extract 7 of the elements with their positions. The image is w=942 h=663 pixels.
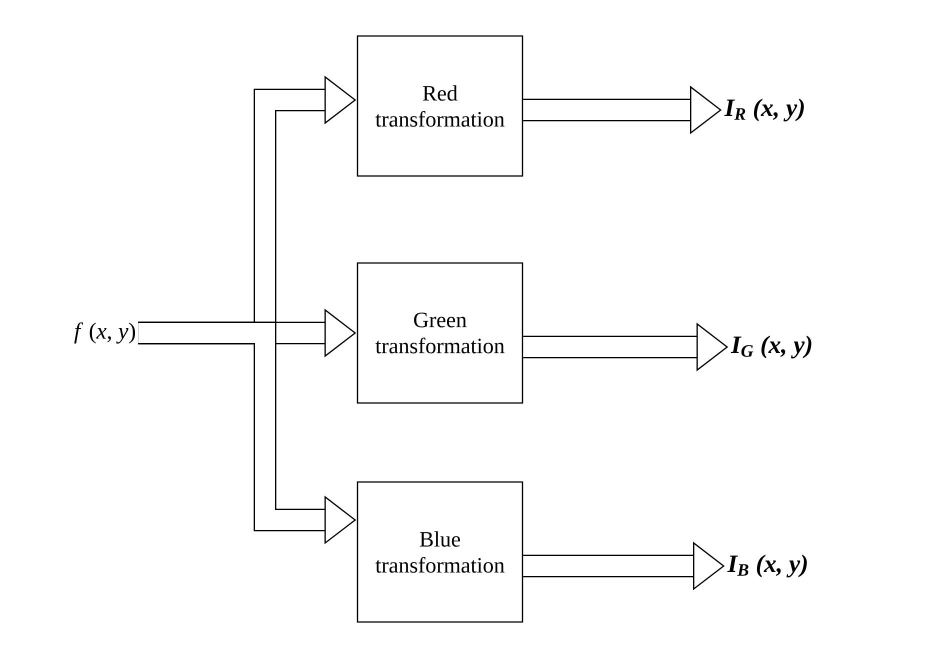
output-label: I$_{B}$ (x, y) — [727, 554, 807, 578]
output-label: I$_{G}$ (x, y) — [730, 336, 812, 358]
process-box: Blue transformation — [356, 481, 524, 623]
input-label: f (x, y) — [74, 322, 136, 344]
process-box: Green transformation — [356, 262, 524, 404]
output-label: I$_{R}$ (x, y) — [724, 98, 804, 122]
process-box: Red transformation — [356, 35, 524, 177]
